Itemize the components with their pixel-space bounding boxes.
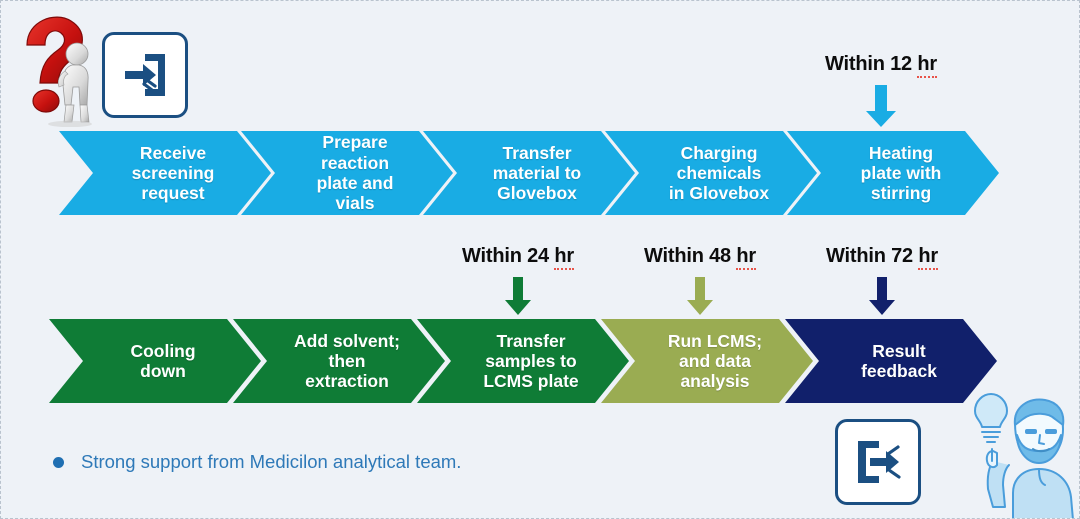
- callout-text: Within 72 hr: [826, 245, 938, 270]
- login-enter-icon[interactable]: [102, 32, 188, 118]
- down-arrow-icon: [687, 277, 713, 315]
- callout-within-48-hr: Within 48 hr: [615, 245, 785, 315]
- callout-within-72-hr: Within 72 hr: [797, 245, 967, 315]
- question-mark-figure-icon: [15, 9, 103, 128]
- callout-unit: hr: [918, 245, 938, 270]
- callout-unit: hr: [554, 245, 574, 270]
- callout-text: Within 24 hr: [462, 245, 574, 270]
- callout-text: Within 48 hr: [644, 245, 756, 270]
- callout-text: Within 12 hr: [825, 53, 937, 78]
- callout-unit: hr: [917, 53, 937, 78]
- callout-within-12-hr: Within 12 hr: [796, 53, 966, 127]
- bullet-dot-icon: [53, 456, 64, 468]
- note-text: Strong support from Medicilon analytical…: [81, 451, 462, 472]
- logout-exit-icon[interactable]: [835, 419, 921, 505]
- down-arrow-icon: [505, 277, 531, 315]
- down-arrow-icon: [869, 277, 895, 315]
- down-arrow-icon: [866, 85, 896, 127]
- callout-within-24-hr: Within 24 hr: [433, 245, 603, 315]
- callout-unit: hr: [736, 245, 756, 270]
- note-bullet-item: Strong support from Medicilon analytical…: [53, 451, 461, 473]
- idea-person-lightbulb-icon: [953, 389, 1079, 518]
